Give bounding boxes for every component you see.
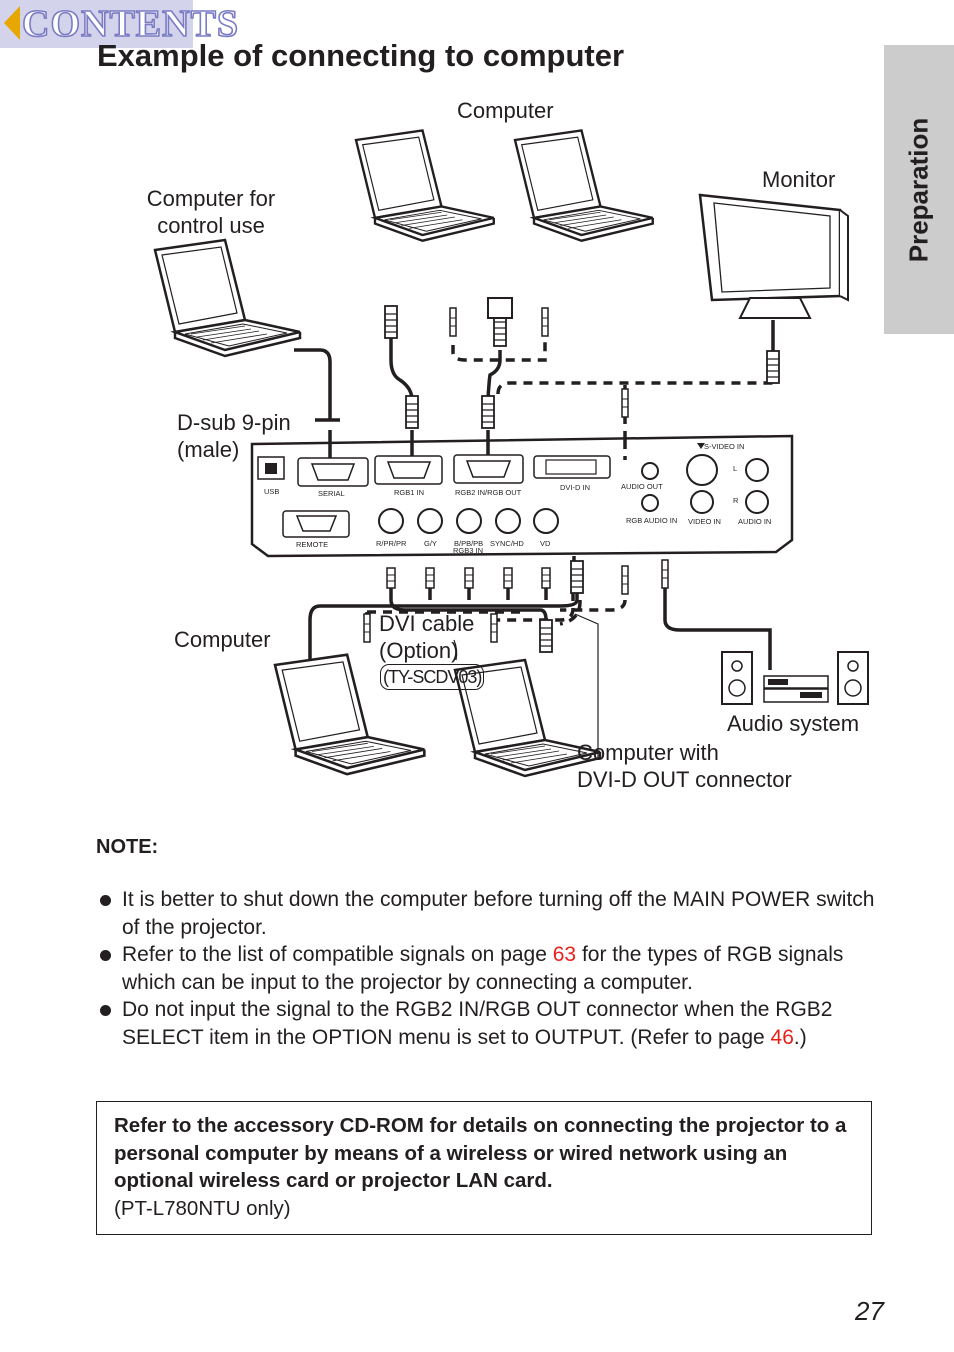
svg-text:RGB1 IN: RGB1 IN — [394, 488, 424, 497]
computer-top-left-icon — [354, 129, 495, 242]
page-link-63[interactable]: 63 — [552, 943, 577, 966]
note-item: Refer to the list of compatible signals … — [96, 941, 876, 996]
audio-out-jack-icon — [641, 462, 659, 480]
svg-text:R/PR/PR: R/PR/PR — [376, 539, 407, 548]
note-heading: NOTE: — [96, 836, 159, 858]
audio-system-icon — [721, 651, 869, 705]
svg-text:AUDIO OUT: AUDIO OUT — [621, 482, 663, 491]
dsub-label: D-sub 9-pin (male) — [177, 410, 291, 462]
connection-diagram: USB SERIAL RGB1 IN RGB2 IN/RGB OUT DVI-D… — [153, 129, 869, 778]
svg-text:VIDEO IN: VIDEO IN — [688, 517, 721, 526]
audio-system-label: Audio system — [727, 711, 860, 736]
svg-text:SYNC/HD: SYNC/HD — [490, 539, 524, 548]
dvi-computer-label: Computer with DVI-D OUT connector — [577, 740, 792, 792]
rgb2-port-icon — [453, 454, 524, 484]
reference-bold-text: Refer to the accessory CD-ROM for detail… — [114, 1114, 847, 1192]
monitor-label: Monitor — [762, 167, 836, 192]
svg-text:AUDIO IN: AUDIO IN — [738, 517, 771, 526]
control-computer-icon — [153, 238, 302, 358]
rgb1-in-port-icon — [374, 455, 443, 485]
svg-text:RGB3 IN: RGB3 IN — [453, 546, 483, 555]
note-item: It is better to shut down the computer b… — [96, 886, 876, 941]
bullet-icon — [100, 950, 111, 961]
serial-port-icon — [297, 457, 369, 487]
monitor-icon — [698, 193, 849, 319]
contents-button[interactable]: CONTENTS — [0, 0, 239, 48]
computer-left-label: Computer — [174, 627, 271, 652]
computer-top-right-icon — [513, 129, 654, 242]
page-number: 27 — [855, 1296, 884, 1326]
svg-text:RGB AUDIO IN: RGB AUDIO IN — [626, 516, 677, 525]
connector-plugs — [363, 297, 780, 653]
svg-text:L: L — [733, 464, 737, 473]
computer-top-label: Computer — [457, 98, 554, 123]
s-video-port-icon — [686, 454, 718, 486]
reference-box: Refer to the accessory CD-ROM for detail… — [96, 1101, 872, 1235]
projector-rear-panel: USB SERIAL RGB1 IN RGB2 IN/RGB OUT DVI-D… — [250, 434, 794, 558]
dvi-cable-label: DVI cable (Option) — [379, 611, 475, 663]
control-computer-label: Computer for control use — [146, 186, 276, 238]
page-title: Example of connecting to computer — [97, 38, 625, 73]
cables — [294, 320, 775, 670]
svg-text:REMOTE: REMOTE — [296, 540, 328, 549]
svg-text:VD: VD — [540, 539, 551, 548]
svg-text:RGB2 IN/RGB OUT: RGB2 IN/RGB OUT — [455, 488, 522, 497]
back-arrow-icon — [4, 6, 20, 40]
bullet-icon — [100, 895, 111, 906]
section-tab: Preparation — [884, 45, 954, 334]
dvi-cable-model: (TY-SCDV03) — [380, 664, 485, 690]
reference-model-note: (PT-L780NTU only) — [114, 1196, 291, 1220]
svg-text:B/PB/PB: B/PB/PB — [454, 539, 483, 548]
audio-in-r-jack-icon — [745, 490, 769, 514]
svg-text:R: R — [733, 496, 739, 505]
svg-text:S-VIDEO IN: S-VIDEO IN — [704, 442, 744, 451]
dashed-cables — [365, 320, 775, 640]
dvi-port-icon — [533, 455, 611, 479]
svg-text:G/Y: G/Y — [424, 539, 437, 548]
contents-label: CONTENTS — [21, 2, 240, 46]
note-list: It is better to shut down the computer b… — [96, 886, 876, 1051]
bnc-ports-icon — [378, 508, 559, 534]
rgb-audio-in-jack-icon — [641, 494, 659, 512]
svg-text:USB: USB — [264, 487, 279, 496]
bullet-icon — [100, 1005, 111, 1016]
svg-text:SERIAL: SERIAL — [318, 489, 345, 498]
note-item: Do not input the signal to the RGB2 IN/R… — [96, 996, 876, 1051]
audio-in-l-jack-icon — [745, 458, 769, 482]
video-in-jack-icon — [690, 490, 714, 514]
remote-port-icon — [282, 510, 350, 538]
svg-text:DVI-D IN: DVI-D IN — [560, 483, 590, 492]
page-link-46[interactable]: 46 — [770, 1025, 794, 1049]
